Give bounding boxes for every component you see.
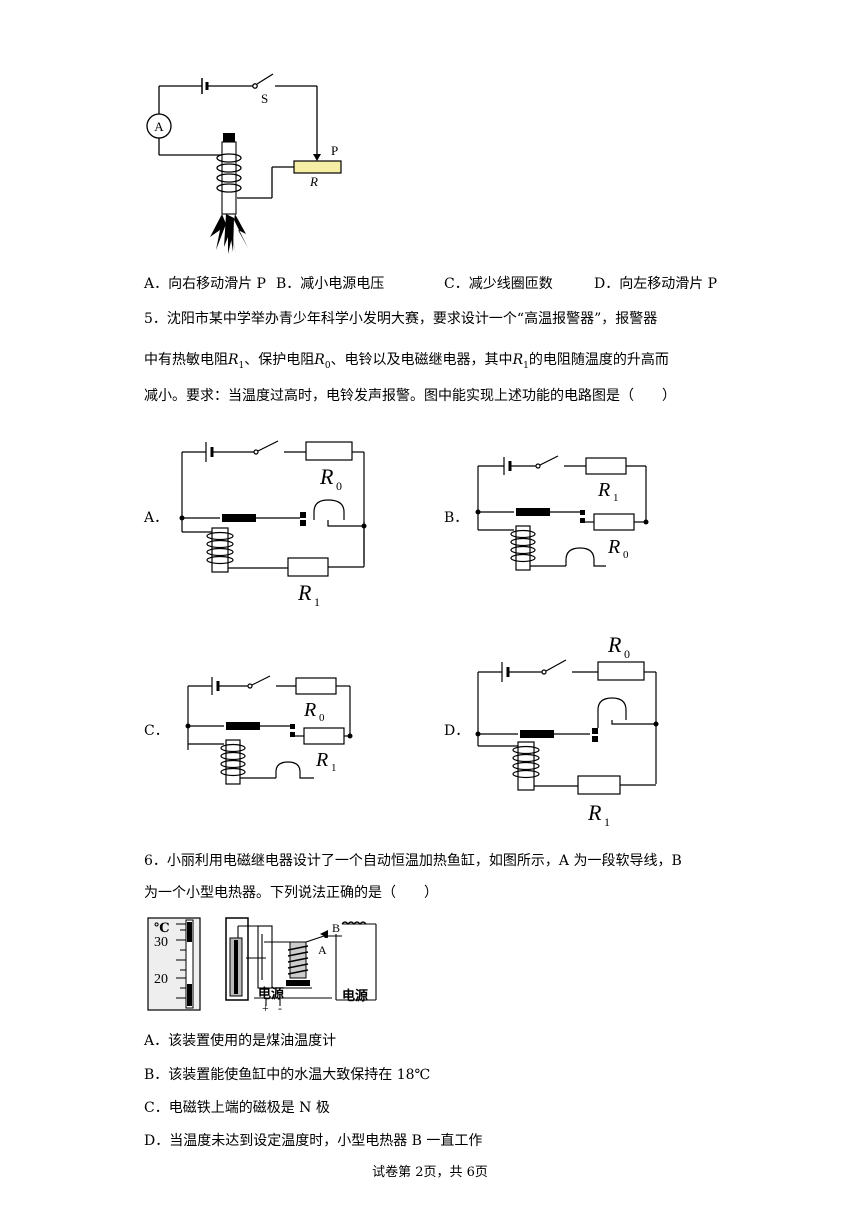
- b-r1-label: R: [597, 479, 610, 501]
- heater-b-label: B: [332, 921, 340, 935]
- q6-line-2: 为一个小型电热器。下列说法正确的是（ ）: [144, 885, 438, 901]
- q5-line-1: 5．沈阳市某中学举办青少年科学小发明大赛，要求设计一个“高温报警器”，报警器: [144, 311, 658, 327]
- c-r1-label: R: [315, 749, 328, 771]
- q6-option-d[interactable]: D．当温度未达到设定温度时，小型电热器 B 一直工作: [144, 1133, 483, 1149]
- b-r0-sub: 0: [623, 549, 629, 561]
- rheostat-label: R: [309, 174, 318, 189]
- q4-option-a[interactable]: A．向右移动滑片 P: [144, 276, 266, 292]
- r1-subscript-2: 1: [523, 360, 529, 371]
- q5-circuit-a: R 0 R 1: [179, 440, 367, 609]
- d-r0-sub: 0: [624, 647, 630, 661]
- r1-symbol-2: R: [512, 352, 524, 368]
- q5-line-3: 减小。要求：当温度过高时，电铃发声报警。图中能实现上述功能的电路图是（ ）: [144, 388, 676, 404]
- minus-label: -: [278, 1001, 282, 1014]
- slider-arrow-icon: [313, 154, 321, 161]
- wire-a-label: A: [318, 943, 327, 957]
- r0-symbol: R: [314, 352, 325, 368]
- ammeter-icon: [146, 113, 172, 139]
- q5-line2-c: 、电铃以及电磁继电器，其中: [330, 352, 513, 368]
- q4-electromagnet-figure: A S P R: [146, 73, 342, 254]
- b-r0-label: R: [607, 536, 620, 558]
- iron-filings-icon: [210, 214, 248, 254]
- q5-circuit-b: R 1 R 0: [475, 455, 649, 571]
- q6-option-c[interactable]: C．电磁铁上端的磁极是 N 极: [144, 1100, 330, 1116]
- r0-subscript: 0: [324, 360, 331, 371]
- temp-30-label: 30: [154, 935, 168, 950]
- ammeter-label: A: [154, 119, 164, 134]
- q5-option-b-label[interactable]: B．: [444, 510, 469, 526]
- b-r1-sub: 1: [613, 492, 619, 504]
- d-r1-sub: 1: [604, 815, 610, 828]
- page-footer: 试卷第 2页，共 6页: [372, 1165, 488, 1180]
- q6-option-b[interactable]: B．该装置能使鱼缸中的水温大致保持在 18℃: [144, 1067, 431, 1083]
- q6-option-a[interactable]: A．该装置使用的是煤油温度计: [144, 1033, 337, 1049]
- power-1-label: 电源: [258, 986, 284, 1001]
- q5-option-a-label[interactable]: A．: [144, 510, 169, 526]
- q5-line2-a: 中有热敏电阻: [144, 352, 228, 368]
- a-r1-sub: 1: [314, 595, 320, 609]
- c-r0-sub: 0: [319, 712, 325, 724]
- q4-option-d[interactable]: D．向左移动滑片 P: [594, 276, 718, 292]
- d-r0-label: R: [607, 632, 622, 657]
- q5-circuit-d: R 0 R 1: [475, 632, 659, 828]
- electromagnet-icon: [216, 133, 242, 215]
- temp-unit-label: ℃: [154, 920, 170, 935]
- c-r0-label: R: [303, 699, 316, 721]
- q4-option-b[interactable]: B．减小电源电压: [276, 276, 385, 292]
- q5-line2-d: 的电阻随温度的升高而: [528, 352, 669, 368]
- q5-option-d-label[interactable]: D．: [444, 723, 470, 739]
- q4-options: A．向右移动滑片 P B．减小电源电压 C．减少线圈匝数 D．向左移动滑片 P: [144, 274, 744, 294]
- r1-symbol: R: [228, 352, 239, 368]
- plus-label: +: [262, 1001, 269, 1014]
- q5-line-2: 中有热敏电阻R1、保护电阻R0、电铃以及电磁继电器，其中R1的电阻随温度的升高而: [144, 350, 669, 376]
- q6-fish-tank-figure: ℃ 30 20 A B 电源 电源 + -: [147, 917, 377, 1014]
- r1-subscript: 1: [238, 360, 245, 371]
- c-r1-sub: 1: [331, 762, 337, 774]
- q5-circuit-c: R 0 R 1: [185, 675, 353, 785]
- slider-label: P: [331, 143, 338, 158]
- power-2-label: 电源: [342, 988, 368, 1003]
- switch-label: S: [261, 91, 268, 106]
- q5-option-c-label[interactable]: C．: [144, 723, 169, 739]
- a-r0-label: R: [319, 464, 334, 489]
- q6-line-1: 6．小丽利用电磁继电器设计了一个自动恒温加热鱼缸，如图所示，A 为一段软导线，B: [144, 853, 682, 869]
- temp-20-label: 20: [154, 972, 168, 987]
- q4-option-c[interactable]: C．减少线圈匝数: [444, 276, 553, 292]
- a-r1-label: R: [297, 580, 312, 605]
- rheostat-icon: [293, 160, 342, 174]
- a-r0-sub: 0: [336, 479, 342, 493]
- q5-line2-b: 、保护电阻: [244, 352, 315, 368]
- d-r1-label: R: [587, 800, 602, 825]
